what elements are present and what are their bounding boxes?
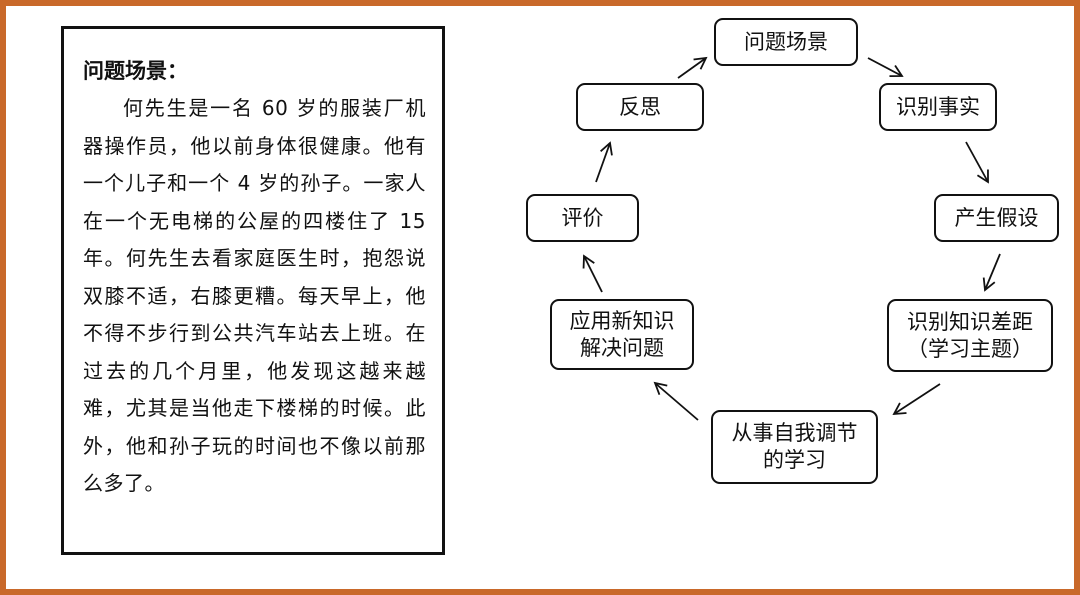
problem-scenario-panel: 问题场景： 何先生是一名 60 岁的服装厂机器操作员，他以前身体很健康。他有一个… — [61, 26, 445, 555]
node-identify-facts: 识别事实 — [879, 83, 997, 131]
arrow-gap-to-learning — [892, 383, 941, 416]
node-self-directed-line2: 的学习 — [763, 448, 826, 472]
node-reflect-label: 反思 — [619, 94, 661, 119]
node-apply-knowledge-line1: 应用新知识 — [569, 308, 675, 333]
arrow-learning-to-apply — [653, 381, 699, 421]
node-apply-knowledge-line2: 解决问题 — [580, 335, 664, 360]
node-knowledge-gap: 识别知识差距 （学习主题） — [887, 299, 1053, 372]
node-self-directed-line1: 从事自我调节 — [731, 421, 858, 445]
node-self-directed-learning: 从事自我调节 的学习 — [711, 410, 878, 484]
scenario-title: 问题场景： — [83, 59, 188, 83]
node-knowledge-gap-line2: （学习主题） — [907, 336, 1033, 361]
node-evaluate: 评价 — [526, 194, 639, 242]
node-reflect: 反思 — [576, 83, 704, 131]
scenario-text: 何先生是一名 60 岁的服装厂机器操作员，他以前身体很健康。他有一个儿子和一个 … — [83, 96, 426, 495]
node-problem-scenario: 问题场景 — [714, 18, 858, 66]
node-identify-facts-label: 识别事实 — [896, 94, 980, 119]
node-generate-hypotheses: 产生假设 — [934, 194, 1059, 242]
arrow-facts-to-hypotheses — [965, 141, 989, 184]
arrow-hypotheses-to-gap — [982, 253, 1001, 292]
node-knowledge-gap-line1: 识别知识差距 — [907, 309, 1033, 334]
arrow-evaluate-to-reflect — [595, 141, 613, 183]
arrow-reflect-to-scenario — [677, 56, 708, 79]
node-generate-hypotheses-label: 产生假设 — [954, 205, 1039, 230]
node-apply-knowledge: 应用新知识 解决问题 — [550, 299, 694, 370]
arrow-scenario-to-facts — [867, 57, 904, 78]
node-problem-scenario-label: 问题场景 — [744, 29, 828, 54]
node-evaluate-label: 评价 — [561, 205, 604, 230]
arrow-apply-to-evaluate — [582, 254, 603, 293]
